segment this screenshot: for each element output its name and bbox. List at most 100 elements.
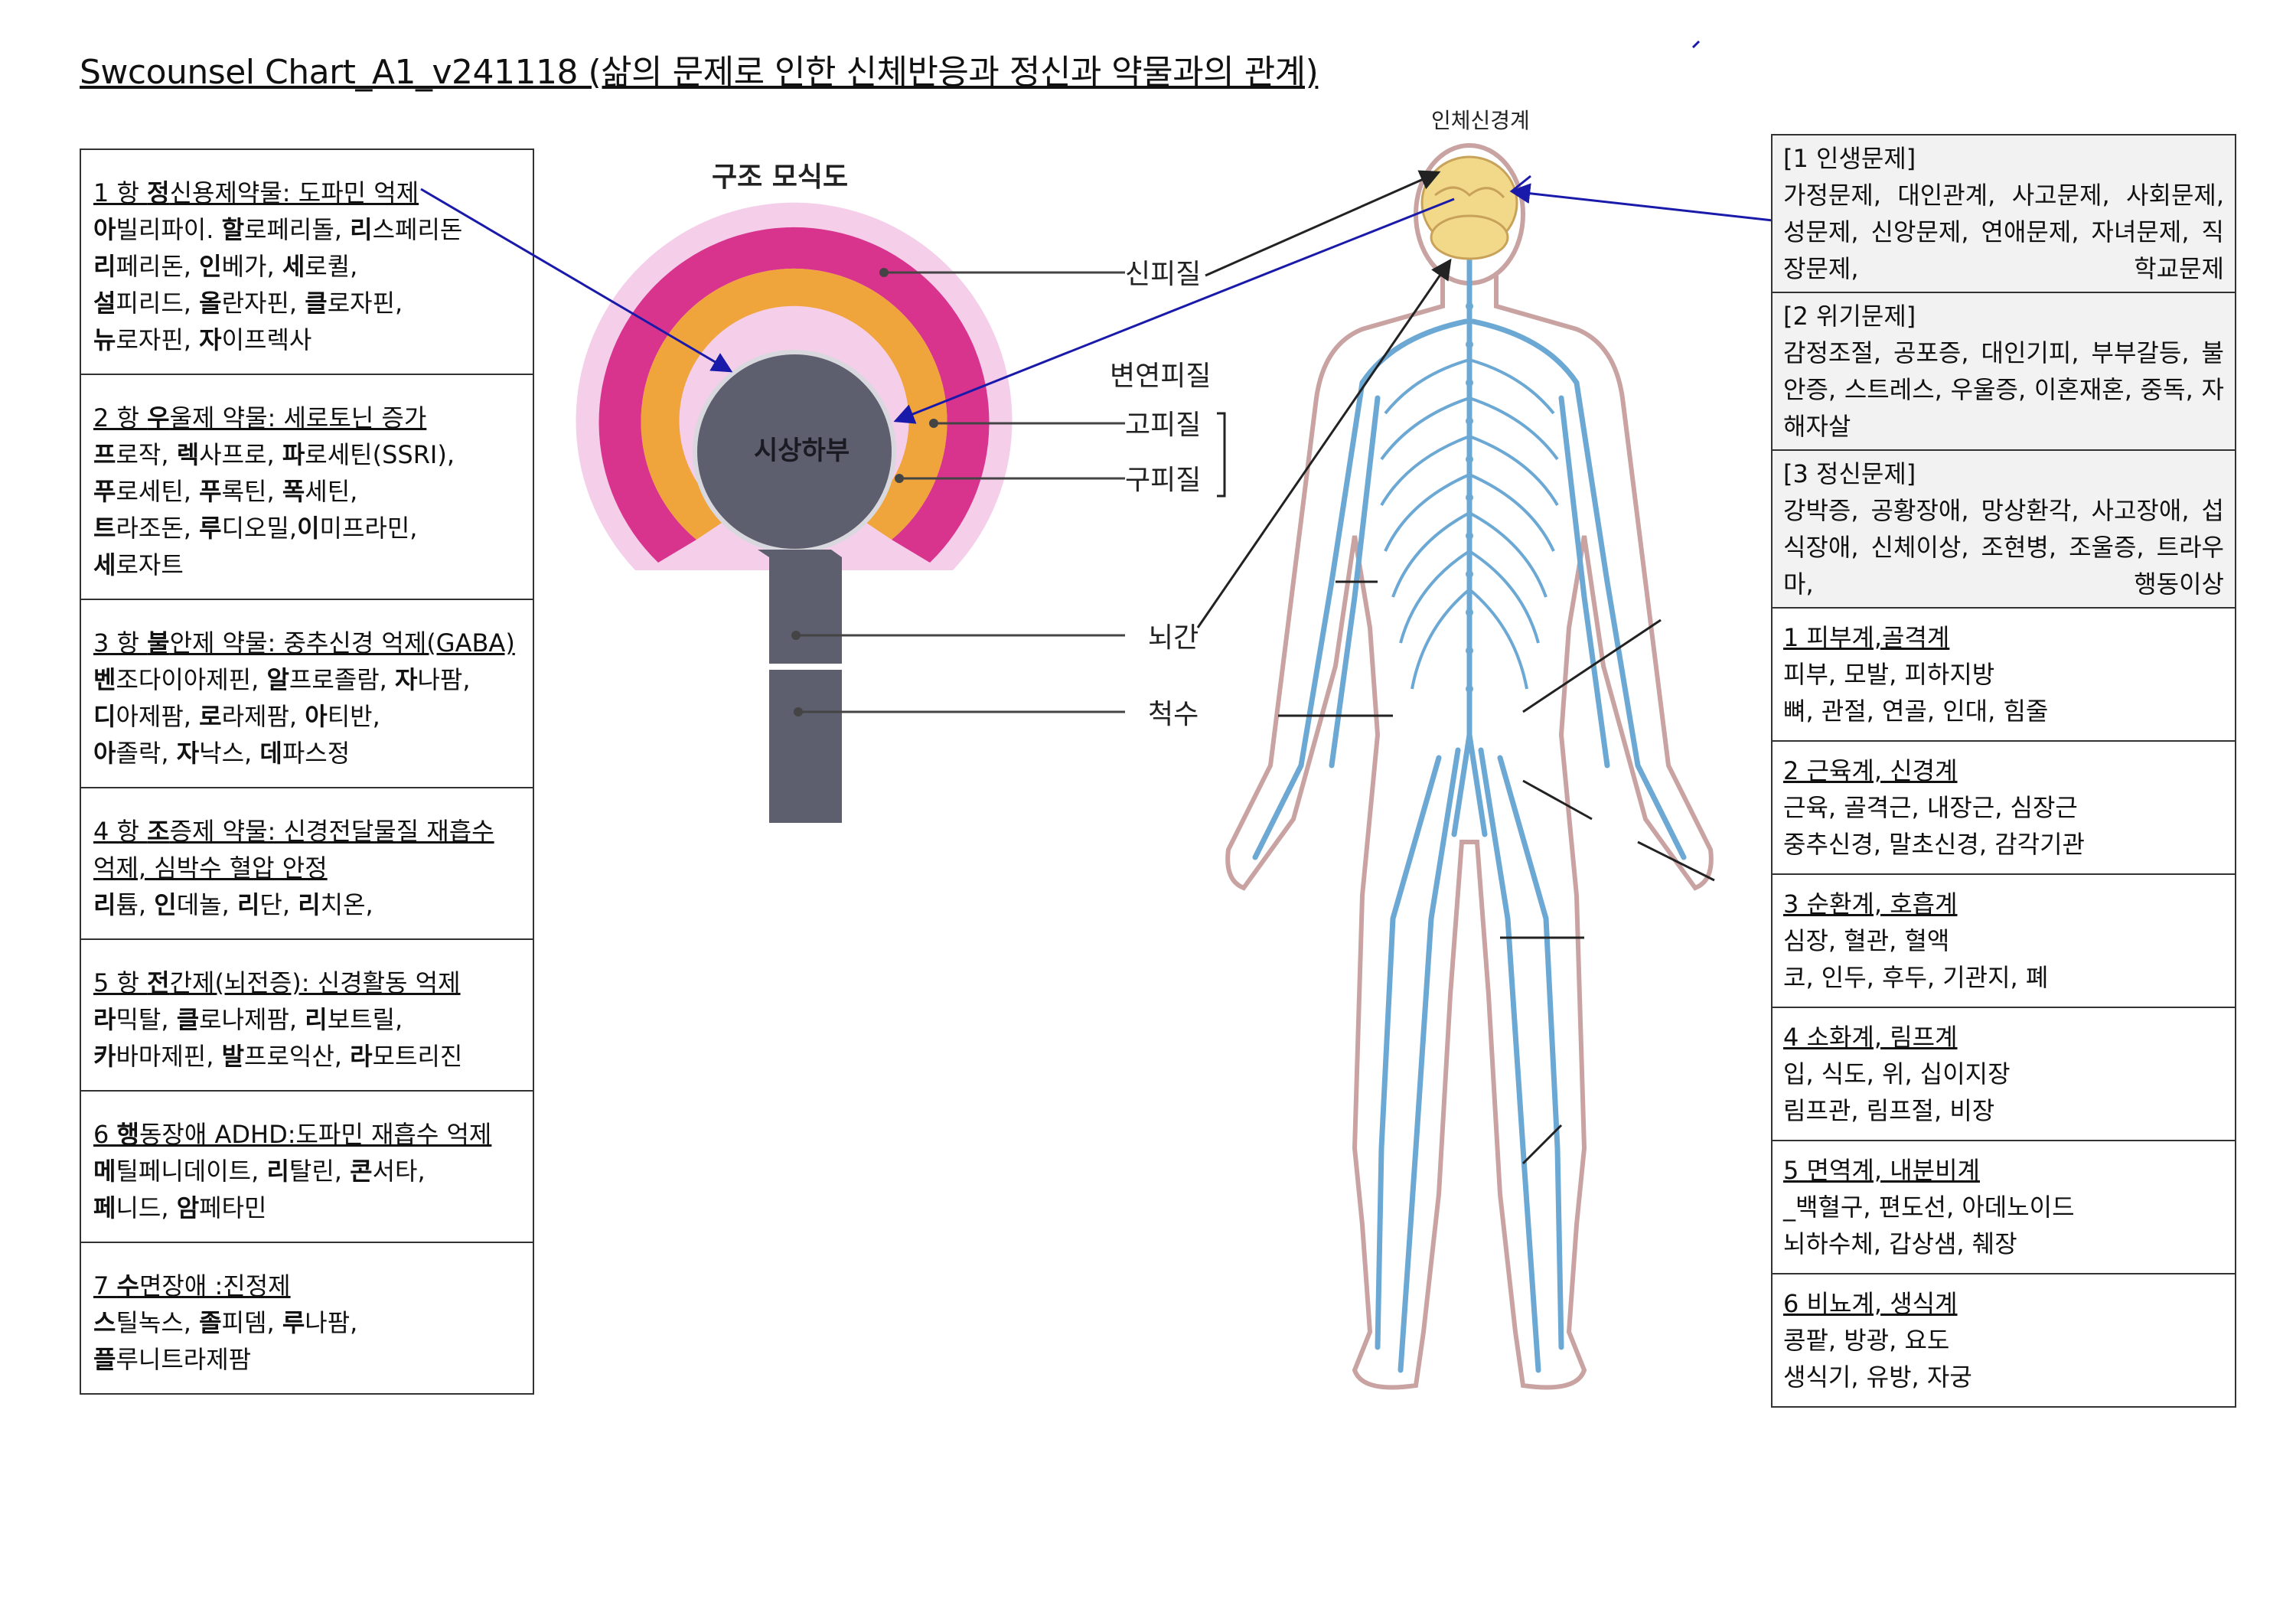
drug-heading: 2 항 우울제 약물: 세로토닌 증가 (93, 403, 427, 432)
drug-line: 스틸녹스, 졸피뎀, 루나팜, (93, 1308, 358, 1337)
drug-box-antiepileptic: 5 항 전간제(뇌전증): 신경활동 억제 라믹탈, 클로나제팜, 리보트릴, … (81, 940, 533, 1092)
problem-heading: [1 인생문제] (1783, 144, 1916, 173)
drug-heading: 6 행동장애 ADHD:도파민 재흡수 억제 (93, 1120, 492, 1149)
system-line: 피부, 모발, 피하지방 (1783, 660, 1995, 689)
limbic-band (641, 268, 947, 540)
spinal-cord-label: 척수 (1148, 699, 1199, 730)
problem-box-life: [1 인생문제] 가정문제, 대인관계, 사고문제, 사회문제, 성문제, 신앙… (1773, 135, 2235, 293)
drug-heading: 4 항 조증제 약물: 신경전달물질 재흡수 억제, 심박수 혈압 안정 (93, 817, 494, 883)
drug-line: 벤조다이아제핀, 알프로졸람, 자나팜, (93, 665, 471, 694)
drug-heading: 5 항 전간제(뇌전증): 신경활동 억제 (93, 968, 461, 997)
drug-box-sleep: 7 수면장애 :진정제 스틸녹스, 졸피뎀, 루나팜, 플루니트라제팜 (81, 1243, 533, 1393)
neocortex-label: 신피질 (1125, 259, 1201, 290)
drug-line: 설피리드, 올란자핀, 클로자핀, (93, 289, 403, 318)
drug-line: 디아제팜, 로라제팜, 아티반, (93, 702, 380, 731)
connector-arrows (420, 40, 1979, 628)
drug-line: 플루니트라제팜 (93, 1345, 252, 1374)
system-box-muscle-nerve: 2 근육계, 신경계 근육, 골격근, 내장근, 심장근 중추신경, 말초신경,… (1773, 742, 2235, 875)
system-box-skin-skeletal: 1 피부계,골격계 피부, 모발, 피하지방 뼈, 관절, 연골, 인대, 힘줄 (1773, 609, 2235, 742)
system-box-digestive-lymph: 4 소화계, 림프계 입, 식도, 위, 십이지장 림프관, 림프절, 비장 (1773, 1008, 2235, 1141)
system-line: 뼈, 관절, 연골, 인대, 힘줄 (1783, 697, 2049, 726)
arrow-brainstem-to-spine (1196, 258, 1452, 628)
system-heading: 2 근육계, 신경계 (1783, 756, 1958, 785)
system-line: 근육, 골격근, 내장근, 심장근 (1783, 793, 2078, 822)
stray-mark (1691, 40, 1701, 49)
nervous-system-figure: 인체신경계 (1225, 108, 1715, 1390)
system-heading: 6 비뇨계, 생식계 (1783, 1289, 1958, 1318)
nerve-network (1252, 257, 1687, 1373)
spinal-cord-shape (769, 670, 842, 823)
system-line: 뇌하수체, 갑상샘, 췌장 (1783, 1229, 2017, 1258)
problem-text: 감정조절, 공포증, 대인기피, 부부갈등, 불안증, 스트레스, 우울증, 이… (1783, 338, 2224, 441)
rib-nerves (1380, 358, 1559, 690)
system-box-immune-endocrine: 5 면역계, 내분비계 _백혈구, 편도선, 아데노이드 뇌하수체, 갑상샘, … (1773, 1141, 2235, 1274)
brain-folds (1434, 186, 1505, 199)
system-line: 생식기, 유방, 자궁 (1783, 1363, 1972, 1392)
body-marker-lines (1278, 580, 1715, 1165)
problem-box-crisis: [2 위기문제] 감정조절, 공포증, 대인기피, 부부갈등, 불안증, 스트레… (1773, 293, 2235, 451)
hypothalamus-core (695, 352, 894, 551)
system-box-urinary-reproductive: 6 비뇨계, 생식계 콩팥, 방광, 요도 생식기, 유방, 자궁 (1773, 1274, 2235, 1406)
arrow-neocortex-to-brain (1205, 170, 1441, 277)
spinal-ganglia (1466, 302, 1473, 693)
system-line: 코, 인두, 후두, 기관지, 폐 (1783, 963, 2049, 992)
leader-dot (929, 419, 938, 428)
drug-line: 프로작, 렉사프로, 파로세틴(SSRI), (93, 440, 455, 469)
body-title: 인체신경계 (1431, 108, 1530, 133)
system-heading: 3 순환계, 호흡계 (1783, 889, 1958, 919)
problem-heading: [2 위기문제] (1783, 302, 1916, 331)
drug-line: 아빌리파이. 할로페리돌, 리스페리돈 (93, 215, 463, 244)
drug-box-adhd: 6 행동장애 ADHD:도파민 재흡수 억제 메틸페니데이트, 리탈린, 콘서타… (81, 1092, 533, 1243)
drug-line: 리페리돈, 인베가, 세로퀼, (93, 252, 358, 281)
arrow-brain-to-limbic (893, 197, 1455, 424)
system-heading: 5 면역계, 내분비계 (1783, 1156, 1980, 1185)
drug-line: 메틸페니데이트, 리탈린, 콘서타, (93, 1157, 426, 1186)
brain-structure-diagram: 구조 모식도 시상하부 신피질 변연피질 고피질 구피질 뇌간 척수 (576, 162, 1226, 823)
drug-line: 라믹탈, 클로나제팜, 리보트릴, (93, 1005, 403, 1034)
leader-dot (794, 707, 803, 716)
leader-dot (895, 474, 904, 483)
drug-box-antipsychotic: 1 항 정신용제약물: 도파민 억제 아빌리파이. 할로페리돌, 리스페리돈 리… (81, 150, 533, 375)
leader-dot (879, 268, 889, 277)
drug-box-antidepressant: 2 항 우울제 약물: 세로토닌 증가 프로작, 렉사프로, 파로세틴(SSRI… (81, 375, 533, 600)
system-heading: 4 소화계, 림프계 (1783, 1023, 1958, 1052)
drug-heading: 3 항 불안제 약물: 중추신경 억제(GABA) (93, 628, 515, 658)
problem-box-mental: [3 정신문제] 강박증, 공황장애, 망상환각, 사고장애, 섭식장애, 신체… (1773, 451, 2235, 609)
drug-line: 아졸락, 자낙스, 데파스정 (93, 739, 351, 768)
cerebellum-icon (1430, 214, 1509, 260)
drug-line: 뉴로자핀, 자이프렉사 (93, 325, 312, 354)
system-heading: 1 피부계,골격계 (1783, 623, 1950, 652)
drug-heading: 7 수면장애 :진정제 (93, 1271, 291, 1301)
system-line: 중추신경, 말초신경, 감각기관 (1783, 830, 2085, 859)
drug-box-antimanic: 4 항 조증제 약물: 신경전달물질 재흡수 억제, 심박수 혈압 안정 리튬,… (81, 788, 533, 940)
drug-line: 페니드, 암페타민 (93, 1193, 267, 1222)
system-line: 림프관, 림프절, 비장 (1783, 1096, 1995, 1125)
drug-heading: 1 항 정신용제약물: 도파민 억제 (93, 178, 419, 207)
drug-line: 트라조돈, 루디오밀,이미프라민, (93, 514, 418, 543)
system-line: 입, 식도, 위, 십이지장 (1783, 1059, 2011, 1088)
arrow-tip-mark (1511, 175, 1531, 193)
drug-line: 세로자트 (93, 550, 184, 579)
leader-dot (791, 631, 801, 640)
drug-line: 카바마제핀, 발프로익산, 라모트리진 (93, 1042, 463, 1071)
brainstem-label: 뇌간 (1148, 622, 1199, 654)
page-title: Swcounsel Chart_A1_v241118 (삶의 문제로 인한 신체… (80, 53, 1319, 92)
brainstem-shape (769, 557, 842, 664)
system-line: _백혈구, 편도선, 아데노이드 (1783, 1193, 2075, 1222)
drug-box-anxiolytic: 3 항 불안제 약물: 중추신경 억제(GABA) 벤조다이아제핀, 알프로졸람… (81, 600, 533, 788)
hypothalamus-label: 시상하부 (754, 436, 850, 466)
drug-line: 리튬, 인데놀, 리단, 리치온, (93, 890, 373, 919)
archicortex-label: 구피질 (1125, 465, 1201, 496)
arrow-drug-to-limbic (420, 188, 733, 373)
problem-heading: [3 정신문제] (1783, 459, 1916, 488)
cortex-bracket (1217, 412, 1226, 498)
drug-line: 푸로세틴, 푸록틴, 폭세틴, (93, 477, 358, 506)
system-line: 콩팥, 방광, 요도 (1783, 1326, 1950, 1355)
problem-text: 강박증, 공황장애, 망상환각, 사고장애, 섭식장애, 신체이상, 조현병, … (1783, 496, 2224, 599)
neocortex-band (598, 227, 990, 563)
system-box-circulatory-respiratory: 3 순환계, 호흡계 심장, 혈관, 혈액 코, 인두, 후두, 기관지, 폐 (1773, 875, 2235, 1008)
drug-list: 1 항 정신용제약물: 도파민 억제 아빌리파이. 할로페리돌, 리스페리돈 리… (80, 148, 534, 1395)
problems-systems-list: [1 인생문제] 가정문제, 대인관계, 사고문제, 사회문제, 성문제, 신앙… (1771, 134, 2236, 1408)
limbic-label: 변연피질 (1110, 361, 1211, 392)
